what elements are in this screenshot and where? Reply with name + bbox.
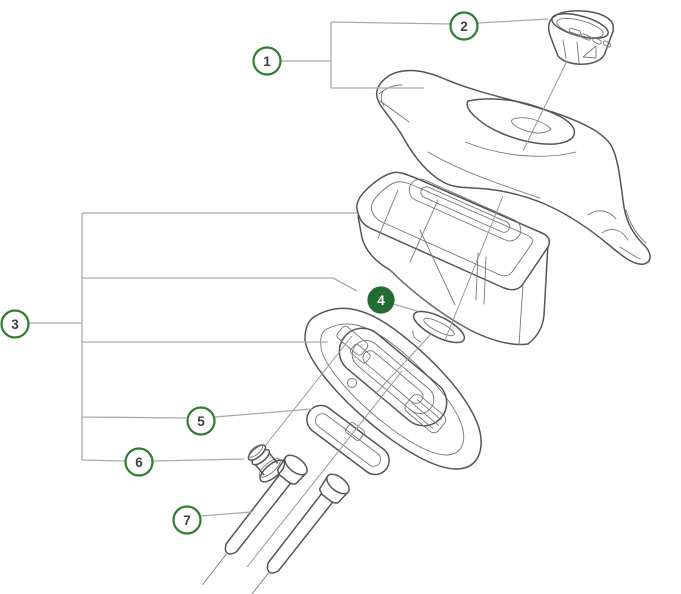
callout-4-selected[interactable]: 4 — [367, 286, 395, 314]
air-filter-cover-part — [375, 69, 651, 265]
seal-grommet-part — [412, 310, 466, 344]
bushing-part — [247, 444, 286, 483]
callout-2[interactable]: 2 — [449, 11, 479, 41]
callout-6[interactable]: 6 — [124, 447, 154, 477]
callout-6-number: 6 — [135, 455, 143, 470]
intake-cap-part — [547, 10, 615, 65]
callout-2-number: 2 — [460, 19, 468, 34]
assembly-axis-lines — [246, 60, 568, 568]
screw-part-2 — [251, 473, 350, 594]
callouts: 1 2 3 4 5 6 7 — [0, 11, 479, 535]
filter-housing-part — [356, 171, 551, 346]
callout-1-number: 1 — [263, 54, 271, 69]
callout-leader-lines — [28, 18, 549, 517]
callout-5[interactable]: 5 — [186, 406, 216, 436]
callout-4-number: 4 — [377, 293, 385, 308]
callout-3-number: 3 — [11, 317, 19, 332]
callout-7[interactable]: 7 — [172, 505, 202, 535]
filter-holder-part — [304, 307, 482, 470]
callout-1[interactable]: 1 — [252, 46, 282, 76]
callout-3[interactable]: 3 — [0, 309, 30, 339]
callout-5-number: 5 — [197, 414, 205, 429]
screw-part-1 — [202, 454, 308, 586]
callout-7-number: 7 — [183, 513, 191, 528]
